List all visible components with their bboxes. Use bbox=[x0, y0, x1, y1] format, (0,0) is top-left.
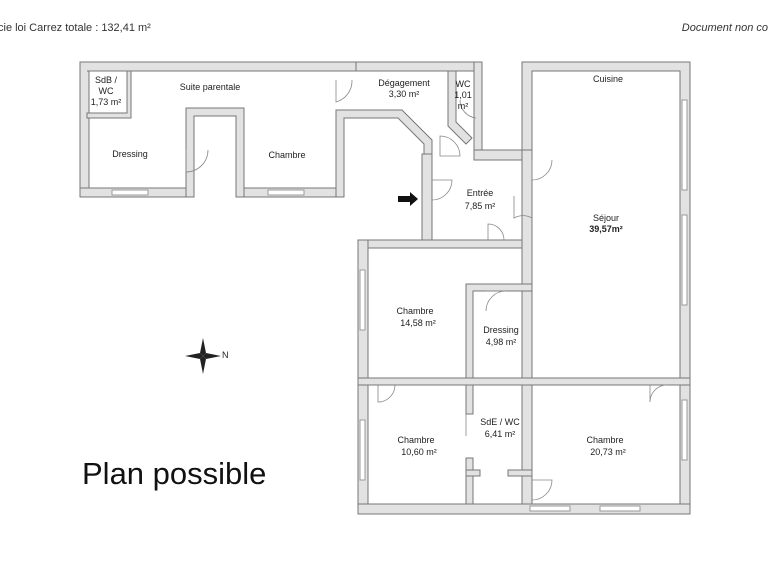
room-degagement-name: Dégagement bbox=[378, 78, 430, 88]
room-sdb-name: SdB / bbox=[95, 75, 118, 85]
wall-wc bbox=[447, 70, 473, 145]
wall-dressing-2 bbox=[465, 283, 533, 379]
room-chambre-2-area: 14,58 m² bbox=[400, 318, 436, 328]
room-chambre-2-name: Chambre bbox=[396, 306, 433, 316]
wall-sde-3 bbox=[507, 469, 533, 477]
window bbox=[681, 99, 688, 191]
door bbox=[431, 179, 453, 201]
window bbox=[599, 505, 641, 512]
disclaimer-text: Document non co bbox=[681, 22, 768, 34]
wall-sde-4 bbox=[465, 469, 481, 477]
door bbox=[485, 290, 507, 312]
room-sejour-area: 39,57m² bbox=[589, 224, 623, 234]
door bbox=[513, 196, 533, 219]
room-sejour-name: Séjour bbox=[593, 213, 619, 223]
door bbox=[185, 149, 209, 173]
wall-entree-left bbox=[421, 153, 433, 243]
window bbox=[359, 269, 366, 331]
room-sdb-name-2: WC bbox=[99, 86, 114, 96]
room-wc-area-unit: m² bbox=[458, 101, 469, 111]
wall-entree-bottom bbox=[357, 239, 533, 249]
room-chambre-3-name: Chambre bbox=[397, 435, 434, 445]
room-cuisine-name: Cuisine bbox=[593, 74, 623, 84]
door bbox=[531, 159, 553, 181]
room-entree-name: Entrée bbox=[467, 188, 494, 198]
wall-left-wing-outer bbox=[79, 61, 357, 189]
wall-degagement-top bbox=[355, 61, 483, 72]
room-dressing-1-name: Dressing bbox=[112, 149, 148, 159]
room-dressing-2-area: 4,98 m² bbox=[486, 337, 517, 347]
room-degagement-area: 3,30 m² bbox=[389, 89, 420, 99]
wall-sde-2 bbox=[465, 457, 474, 505]
room-chambre-3-area: 10,60 m² bbox=[401, 447, 437, 457]
door bbox=[531, 479, 553, 501]
window bbox=[359, 419, 366, 481]
wall-wc-right bbox=[473, 61, 483, 151]
wall-sde bbox=[465, 384, 474, 415]
room-chambre-4-name: Chambre bbox=[586, 435, 623, 445]
room-sde-wc-area: 6,41 m² bbox=[485, 429, 516, 439]
window bbox=[267, 189, 305, 196]
compass-rose-icon bbox=[185, 338, 221, 374]
room-chambre-4-area: 20,73 m² bbox=[590, 447, 626, 457]
window bbox=[529, 505, 571, 512]
door bbox=[439, 135, 461, 157]
total-surface-text: cie loi Carrez totale : 132,41 m² bbox=[0, 22, 151, 34]
room-dressing-2-name: Dressing bbox=[483, 325, 519, 335]
room-sdb-area: 1,73 m² bbox=[91, 97, 122, 107]
room-entree-area: 7,85 m² bbox=[465, 201, 496, 211]
door bbox=[459, 99, 477, 119]
wall-degagement bbox=[335, 109, 433, 198]
window bbox=[111, 189, 149, 196]
entrance-arrow-icon bbox=[398, 192, 418, 206]
wall-mid-horizontal bbox=[357, 377, 691, 386]
plan-caption: Plan possible bbox=[82, 456, 267, 491]
door bbox=[377, 384, 396, 403]
wall-right-outer-2 bbox=[521, 149, 533, 515]
door bbox=[487, 223, 505, 241]
room-wc-area: 1,01 bbox=[454, 90, 472, 100]
room-wc-name: WC bbox=[456, 79, 471, 89]
room-chambre-1-name: Chambre bbox=[268, 150, 305, 160]
room-suite-parentale-name: Suite parentale bbox=[180, 82, 241, 92]
wall-sdb bbox=[86, 70, 132, 119]
compass-north-label: N bbox=[222, 350, 229, 360]
window bbox=[681, 214, 688, 306]
window bbox=[681, 399, 688, 461]
room-sde-wc-name: SdE / WC bbox=[480, 417, 520, 427]
door bbox=[335, 79, 353, 103]
wall-corridor bbox=[185, 107, 245, 198]
door bbox=[649, 384, 668, 403]
